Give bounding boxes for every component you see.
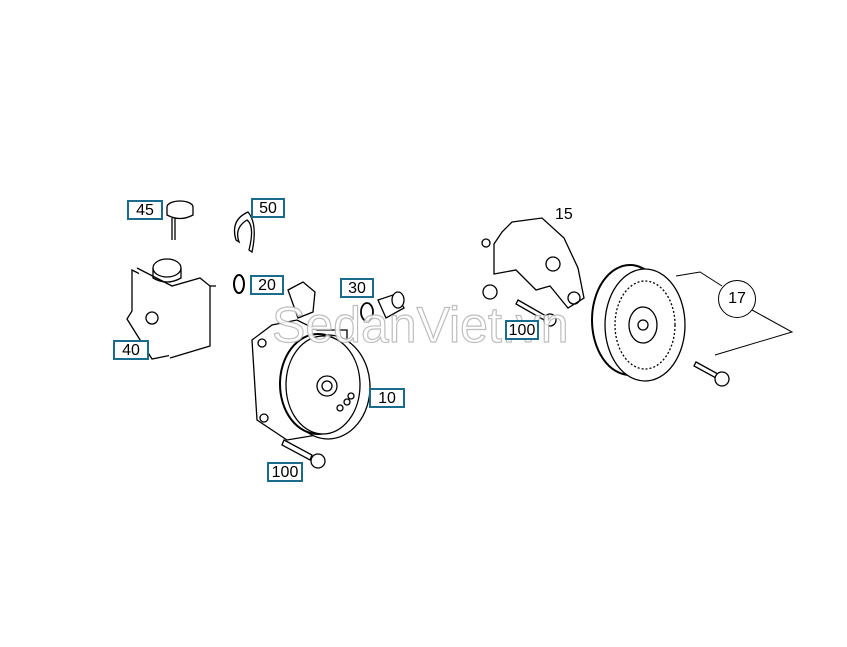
leader-line [675,271,723,287]
callout-45[interactable]: 45 [127,200,163,220]
callout-100-pump-bolt[interactable]: 100 [267,462,303,482]
hose-connector-part [360,291,405,322]
reservoir-cap-part [166,200,194,240]
callout-20[interactable]: 20 [250,275,284,295]
callout-40[interactable]: 40 [113,340,149,360]
idler-pulley-part [591,264,730,387]
callout-17[interactable]: 17 [718,280,756,318]
o-ring-part [233,274,245,294]
callout-100-bracket-bolt[interactable]: 100 [505,320,539,340]
power-steering-pump-part [251,281,371,441]
callout-30[interactable]: 30 [340,278,374,298]
callout-10[interactable]: 10 [369,388,405,408]
callout-50[interactable]: 50 [251,198,285,218]
bolt-part [281,439,326,469]
callout-15[interactable]: 15 [555,206,573,223]
leader-line [714,309,794,356]
retaining-clip-part [233,211,255,254]
fluid-reservoir-part [126,258,216,360]
bolt-part [515,299,557,327]
mounting-bracket-part [481,217,585,309]
